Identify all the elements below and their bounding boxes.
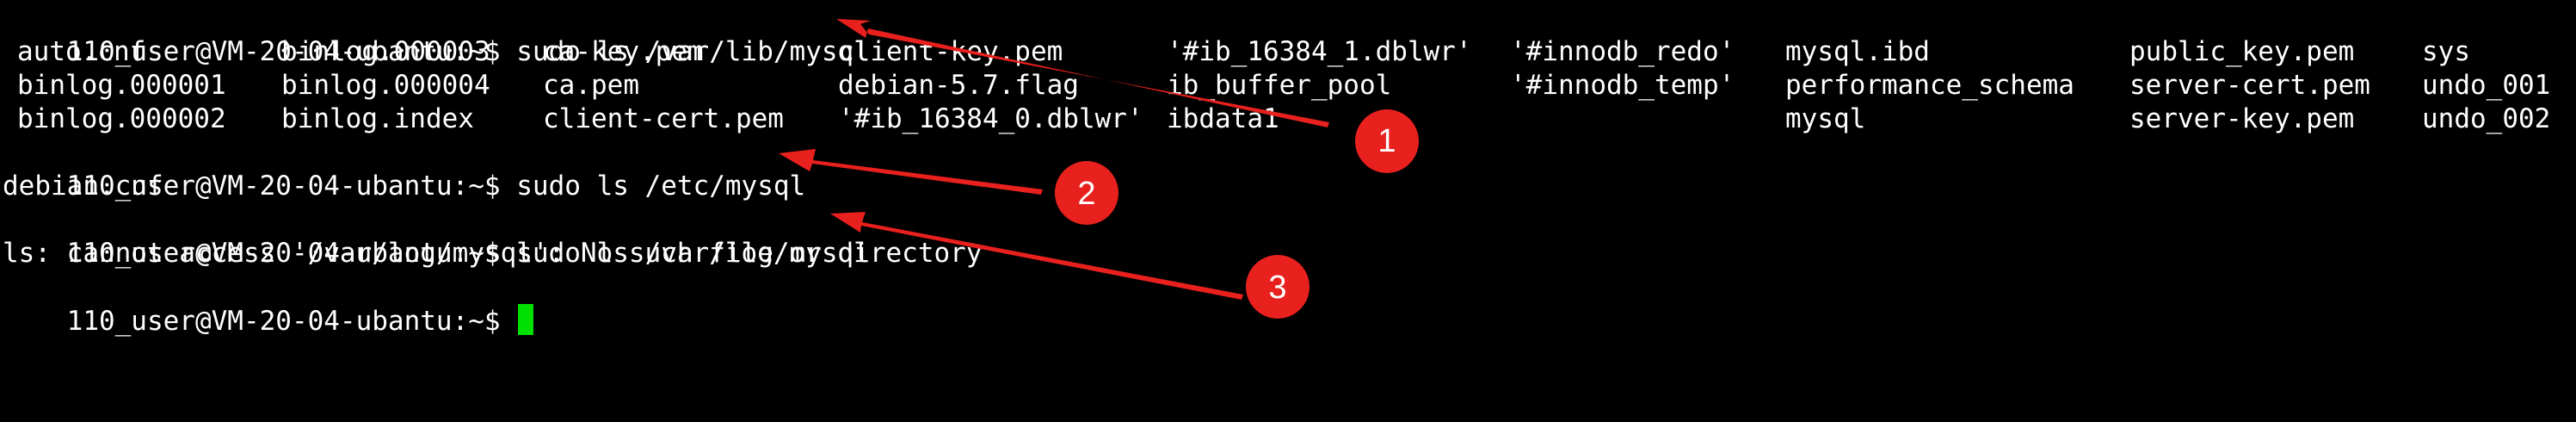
listing-entry: binlog.000001 xyxy=(17,70,226,101)
listing-entry: debian-5.7.flag xyxy=(838,70,1079,101)
listing-entry: binlog.000003 xyxy=(281,36,490,67)
listing-entry: mysql.ibd xyxy=(1785,36,1930,67)
annotation-marker-3-label: 3 xyxy=(1268,270,1286,306)
command-text-1: sudo ls /var/lib/mysql xyxy=(516,36,870,67)
error-message: ls: cannot access '/var/log/mysql': No s… xyxy=(3,238,983,269)
prompt: 110_user@VM-20-04-ubantu:~$ xyxy=(66,36,517,67)
annotation-marker-2-label: 2 xyxy=(1077,176,1095,212)
annotation-marker-1: 1 xyxy=(1355,109,1419,173)
listing-entry: ibdata1 xyxy=(1167,103,1279,134)
listing-entry: undo_002 xyxy=(2422,103,2551,134)
listing-entry: sys xyxy=(2422,36,2470,67)
command-line-2: 110_user@VM-20-04-ubantu:~$ sudo ls /etc… xyxy=(3,136,806,202)
command-text-2: sudo ls /etc/mysql xyxy=(516,171,806,202)
prompt: 110_user@VM-20-04-ubantu:~$ xyxy=(66,238,517,269)
annotation-marker-2: 2 xyxy=(1055,161,1119,225)
listing-entry: '#innodb_temp' xyxy=(1510,70,1735,101)
listing-entry: mysql xyxy=(1785,103,1866,134)
listing-entry: '#ib_16384_1.dblwr' xyxy=(1167,36,1472,67)
listing-entry: undo_001 xyxy=(2422,70,2551,101)
command-line-3: 110_user@VM-20-04-ubantu:~$ sudo ls /var… xyxy=(3,203,870,269)
current-prompt-line[interactable]: 110_user@VM-20-04-ubantu:~$ xyxy=(3,270,534,337)
annotation-arrow-2 xyxy=(779,149,1043,195)
prompt: 110_user@VM-20-04-ubantu:~$ xyxy=(66,171,517,202)
listing-entry: performance_schema xyxy=(1785,70,2074,101)
listing-entry: client-cert.pem xyxy=(543,103,784,134)
command-line-1: 110_user@VM-20-04-ubantu:~$ sudo ls /var… xyxy=(3,2,870,67)
listing-entry: '#ib_16384_0.dblwr' xyxy=(838,103,1143,134)
listing-entry: ca-key.pem xyxy=(543,36,704,67)
listing-entry: server-key.pem xyxy=(2129,103,2355,134)
listing-entry: server-cert.pem xyxy=(2129,70,2370,101)
listing-entry: client-key.pem xyxy=(838,36,1063,67)
output-etc-mysql: debian.cnf xyxy=(3,171,163,202)
prompt: 110_user@VM-20-04-ubantu:~$ xyxy=(66,306,517,337)
annotation-marker-3: 3 xyxy=(1246,255,1310,319)
listing-entry: auto.cnf xyxy=(17,36,146,67)
listing-entry: ib_buffer_pool xyxy=(1167,70,1392,101)
cursor-block xyxy=(518,304,534,335)
listing-entry: binlog.000004 xyxy=(281,70,490,101)
listing-entry: public_key.pem xyxy=(2129,36,2355,67)
listing-entry: '#innodb_redo' xyxy=(1510,36,1735,67)
listing-entry: binlog.000002 xyxy=(17,103,226,134)
listing-entry: ca.pem xyxy=(543,70,639,101)
annotation-marker-1-label: 1 xyxy=(1377,123,1396,159)
listing-entry: binlog.index xyxy=(281,103,474,134)
